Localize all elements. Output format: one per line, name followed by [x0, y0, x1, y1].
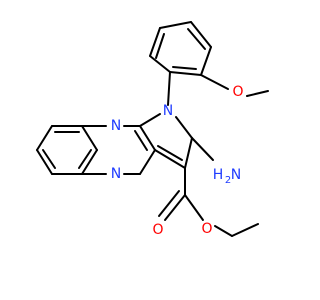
nitrogen-bottom-label: N [111, 166, 121, 182]
bond-c-c-top [139, 125, 156, 151]
molecule-drawing: N N N O H 2 N O O [0, 0, 300, 300]
bond-aryl-2 [149, 27, 161, 57]
bond-c-c-bottom [139, 149, 156, 175]
bond-aryl-5 [200, 46, 212, 76]
bond-aryl-4 [190, 21, 212, 48]
amino-n-label: N [231, 167, 241, 183]
bond-aryl-o-methoxy [200, 74, 229, 90]
bond-npyrrole-aryl [167, 71, 171, 106]
bond-benzene-right [81, 149, 98, 175]
bond-c-c-pyrrole-right [184, 137, 193, 169]
canvas-background [0, 0, 300, 300]
bond-benzene-inner-right [78, 149, 92, 169]
bond-npyrrole-c [175, 116, 193, 139]
methoxy-oxygen-label: O [232, 84, 243, 100]
bond-benzene-inner-left [42, 149, 56, 169]
amino-h-label: H [213, 167, 224, 183]
bond-aryl-3 [159, 21, 192, 29]
bond-o-ch2 [214, 225, 233, 237]
bond-aryl-inner-3 [172, 66, 197, 70]
atom-label-layer: N N N O H 2 N O O [111, 84, 244, 238]
bond-c-nh2 [191, 137, 214, 161]
bond-carbonylc-o-double [164, 194, 186, 221]
bond-aryl-inner-2 [187, 28, 206, 50]
nitrogen-pyrrole-label: N [163, 103, 173, 119]
bond-aryl-inner-1 [155, 33, 165, 59]
bond-aryl-1 [149, 55, 171, 73]
bond-o-methyl [246, 90, 269, 97]
amino-subscript-label: 2 [225, 175, 231, 186]
bond-carbonylc-o-double-inner [158, 190, 180, 217]
bond-benzene-topright [81, 125, 98, 151]
bond-c-c-pyrrole-left [154, 149, 186, 169]
bond-benzene-left [36, 125, 53, 151]
ester-oxygen-label: O [201, 221, 212, 237]
bond-c-c-top-inner [134, 130, 148, 151]
bond-aryl-6 [169, 71, 202, 76]
bond-ch2-ch3 [231, 223, 259, 237]
bond-layer [36, 21, 269, 237]
nitrogen-top-label: N [111, 118, 121, 134]
structure-canvas: N N N O H 2 N O O [0, 0, 300, 300]
bond-c-npyrrole [139, 113, 161, 127]
bond-carbonylc-o-ester [184, 194, 204, 221]
bond-c-c-pyrrole-left-inner [157, 145, 183, 161]
bond-benzene-bottomleft [36, 149, 53, 175]
carbonyl-oxygen-label: O [152, 222, 163, 238]
